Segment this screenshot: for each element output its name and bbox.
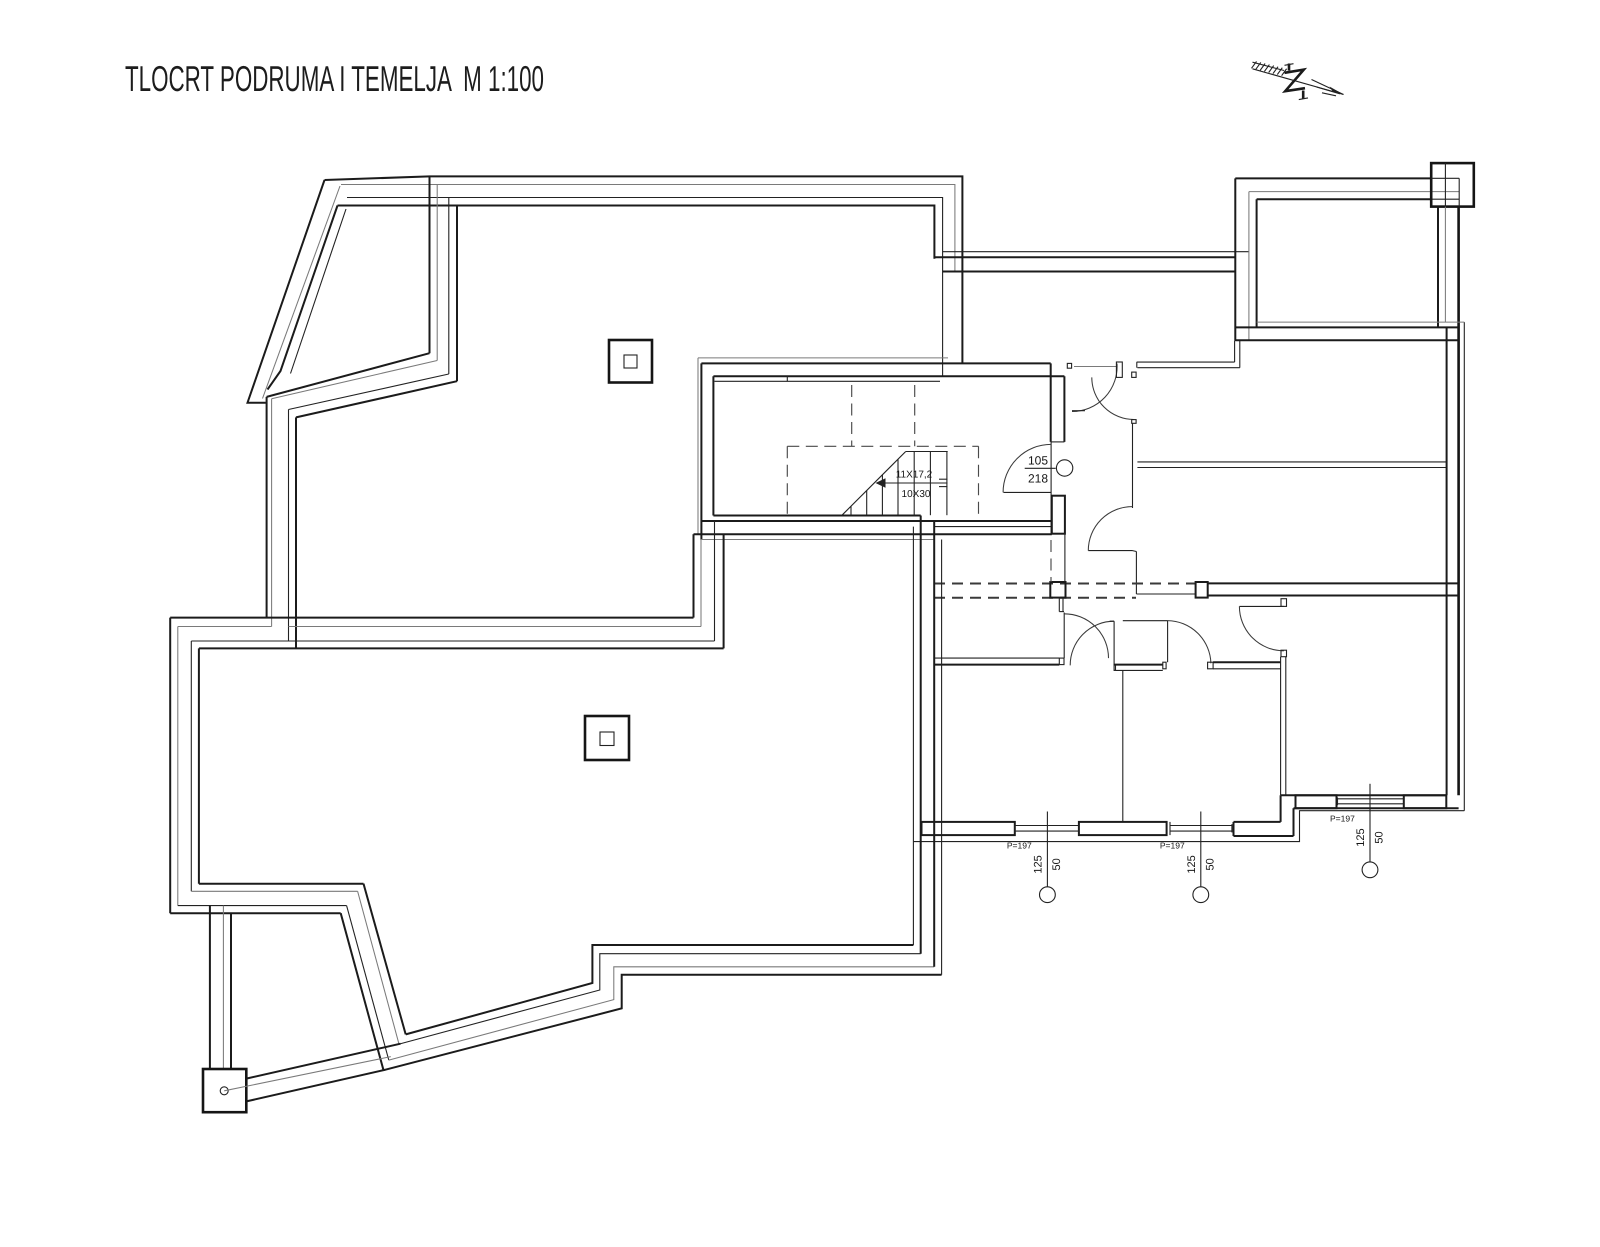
svg-text:P=197: P=197 <box>1007 841 1032 851</box>
svg-text:P=197: P=197 <box>1160 841 1185 851</box>
svg-text:50: 50 <box>1051 858 1063 870</box>
svg-text:50: 50 <box>1374 831 1386 843</box>
svg-text:11X17,2: 11X17,2 <box>896 470 933 481</box>
svg-text:125: 125 <box>1186 855 1198 873</box>
svg-text:218: 218 <box>1028 472 1048 486</box>
svg-text:TLOCRT PODRUMA I TEMELJA M 1:: TLOCRT PODRUMA I TEMELJA M 1:100 <box>125 58 544 99</box>
svg-text:125: 125 <box>1032 855 1044 873</box>
svg-text:105: 105 <box>1028 454 1048 468</box>
svg-text:125: 125 <box>1355 828 1367 846</box>
svg-text:10X30: 10X30 <box>902 489 931 500</box>
svg-text:P=197: P=197 <box>1330 813 1355 823</box>
svg-text:50: 50 <box>1204 858 1216 870</box>
